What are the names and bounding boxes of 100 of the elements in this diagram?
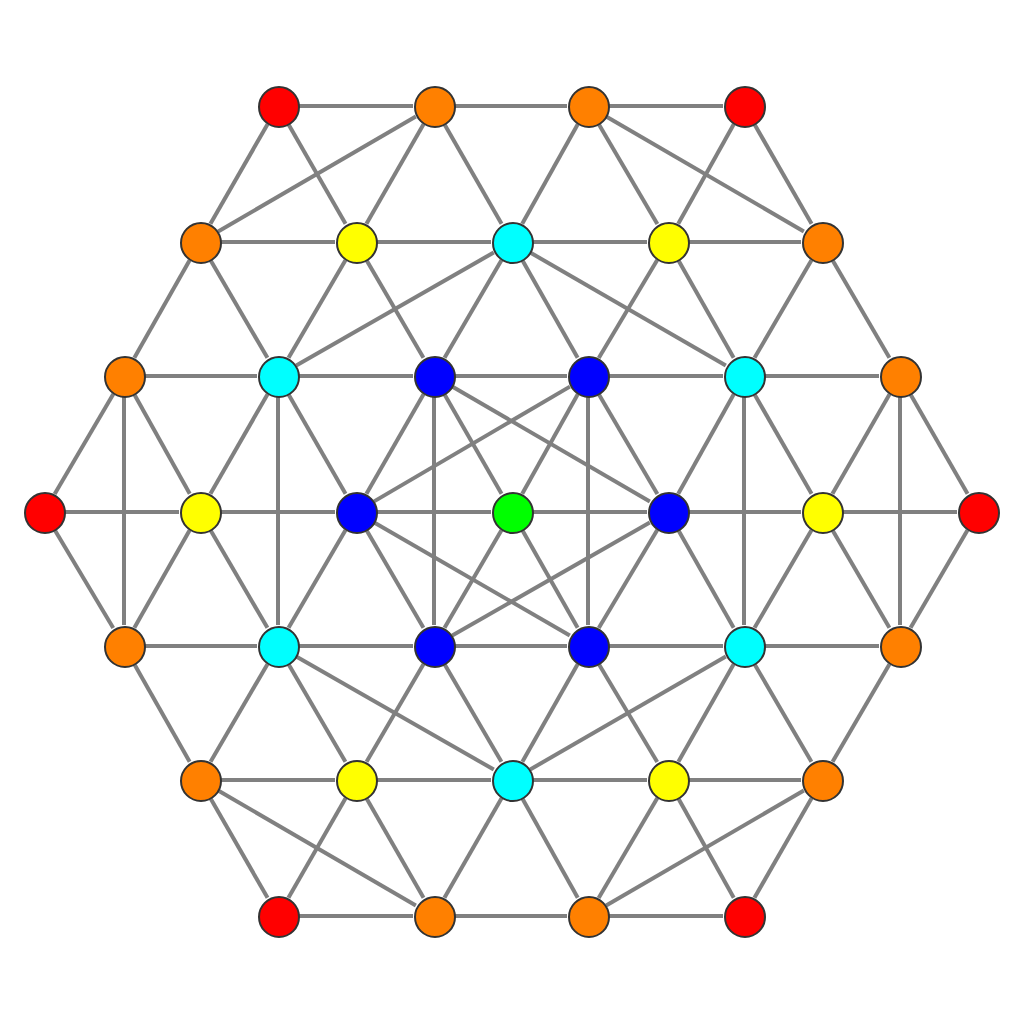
- graph-edge: [597, 663, 659, 763]
- graph-edge: [377, 510, 491, 514]
- graph-edge: [208, 529, 270, 629]
- graph-edge: [742, 397, 746, 625]
- graph-edge: [765, 644, 879, 648]
- graph-edge: [432, 397, 436, 625]
- graph-edge: [898, 397, 902, 625]
- graph-edge: [299, 374, 413, 378]
- graph-edge: [299, 914, 413, 918]
- graph-edge: [689, 510, 801, 514]
- graph-edge: [208, 259, 270, 359]
- graph-edge: [609, 104, 723, 108]
- graph-edge: [830, 529, 892, 629]
- graph-edge: [609, 914, 723, 918]
- graph-edge: [364, 393, 426, 495]
- graph-edge: [373, 520, 571, 638]
- graph-edge: [442, 529, 504, 629]
- graph-edge: [529, 250, 727, 368]
- graph-edge: [122, 397, 126, 625]
- graph-edge: [843, 510, 957, 514]
- graph-edge: [908, 393, 970, 495]
- graph-edge: [451, 384, 651, 504]
- graph-edge: [217, 788, 417, 908]
- graph-edge: [529, 654, 727, 772]
- graph-edge: [752, 393, 814, 495]
- graph-edge: [364, 259, 426, 359]
- graph-edge: [451, 520, 651, 638]
- graph-edge: [586, 397, 590, 625]
- graph-edge: [533, 240, 647, 244]
- graph-edge: [455, 374, 567, 378]
- graph-edge: [596, 797, 660, 899]
- graph-edge: [596, 393, 660, 495]
- graph-edge: [597, 529, 659, 629]
- graph-edge: [286, 123, 348, 225]
- graph-edge: [364, 663, 426, 763]
- graph-edge: [609, 374, 723, 378]
- graph-edge: [442, 123, 504, 225]
- graph-edge: [676, 259, 736, 359]
- graph-edge: [533, 778, 647, 782]
- graph-edge: [752, 529, 814, 629]
- graph-edge: [752, 797, 814, 899]
- graph-edge: [286, 797, 348, 899]
- graph-edge: [221, 510, 335, 514]
- graph-edge: [830, 259, 892, 359]
- graph-edge: [520, 529, 580, 629]
- graph-edge: [520, 663, 580, 763]
- graph-edge: [299, 644, 413, 648]
- graph-edge: [208, 663, 270, 763]
- graph-edge: [689, 240, 801, 244]
- graph-edge: [217, 114, 417, 234]
- graph-edge: [364, 529, 426, 629]
- graph-edge: [609, 644, 723, 648]
- graph-edge: [364, 797, 426, 899]
- graph-edge: [286, 663, 348, 763]
- graph-edge: [377, 778, 491, 782]
- graph-edge: [520, 797, 580, 899]
- graph-edge: [377, 240, 491, 244]
- graph-edge: [442, 393, 504, 495]
- graph-edge: [597, 259, 659, 359]
- graph-edge: [533, 510, 647, 514]
- graph-edge: [830, 663, 892, 763]
- graph-edge: [286, 393, 348, 495]
- graph-edge: [286, 529, 348, 629]
- graph-edge: [132, 663, 192, 763]
- graph-edge: [605, 114, 805, 234]
- graph-edge: [221, 240, 335, 244]
- graph-edge: [520, 123, 580, 225]
- graph-edge: [286, 259, 348, 359]
- graph-edge: [145, 644, 257, 648]
- graph-edge: [132, 259, 192, 359]
- graph-edge: [676, 529, 736, 629]
- graph-edge: [752, 123, 814, 225]
- graph-edge: [676, 393, 736, 495]
- graph-edge: [442, 663, 504, 763]
- graph-edge: [65, 510, 179, 514]
- graph-edge: [689, 778, 801, 782]
- graph-edge: [830, 393, 892, 495]
- graph-edge: [208, 393, 270, 495]
- graph-edge: [596, 123, 660, 225]
- graph-edge: [455, 644, 567, 648]
- graph-edge: [765, 374, 879, 378]
- graph-edge: [295, 250, 495, 368]
- graph-edge: [132, 529, 192, 629]
- graph-edge: [520, 259, 580, 359]
- graph-edge: [208, 123, 270, 225]
- graph-edge: [276, 397, 280, 625]
- graph-edge: [676, 123, 736, 225]
- graph-edge: [373, 384, 571, 504]
- graph-edge: [752, 259, 814, 359]
- graph-edge: [295, 654, 495, 772]
- graph-edge: [52, 393, 116, 495]
- graph-edge: [908, 529, 970, 629]
- graph-edge: [132, 393, 192, 495]
- graph-edge: [442, 797, 504, 899]
- graph-edge: [455, 914, 567, 918]
- graph-edge: [520, 393, 580, 495]
- graph-edge: [299, 104, 413, 108]
- graph-edge: [53, 529, 115, 629]
- graph-edge: [364, 123, 426, 225]
- graph-edge: [208, 797, 270, 899]
